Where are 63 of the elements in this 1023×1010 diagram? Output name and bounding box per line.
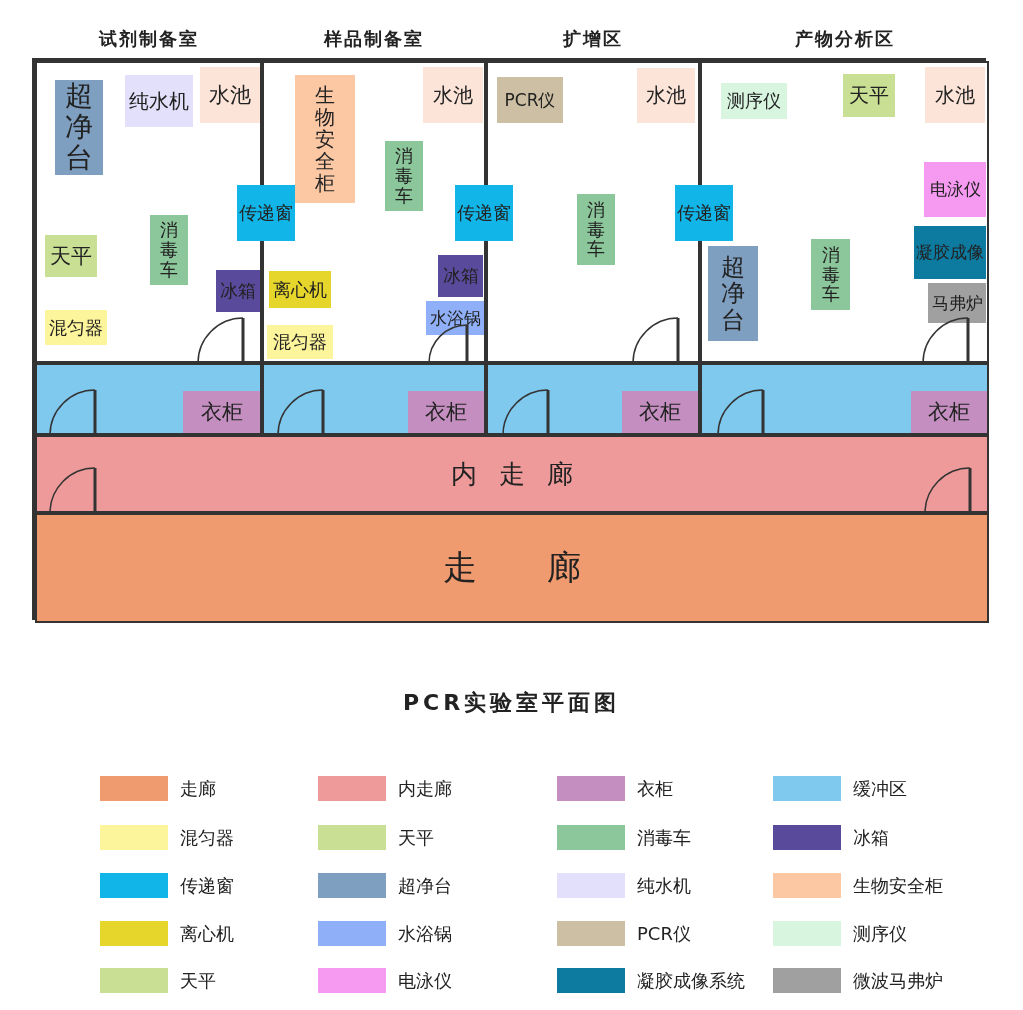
diagram-title: PCR实验室平面图	[401, 689, 622, 717]
buffer-zone	[486, 363, 700, 435]
equipment-label: 消毒车	[577, 194, 615, 265]
equipment-label: 超净台	[708, 246, 758, 341]
legend-label: 消毒车	[637, 825, 691, 850]
equipment-label: 传递窗	[675, 185, 733, 241]
equipment-label: 离心机	[269, 271, 331, 308]
equipment-label: 纯水机	[125, 75, 193, 127]
legend-label: 走廊	[180, 776, 216, 801]
buffer-zone	[262, 363, 486, 435]
equipment-label: 水池	[200, 67, 260, 123]
legend-label: 水浴锅	[398, 921, 452, 946]
legend-label: 超净台	[398, 873, 452, 898]
legend-label: 微波马弗炉	[853, 968, 943, 993]
legend-label: 电泳仪	[398, 968, 452, 993]
equipment-label: 测序仪	[721, 83, 787, 119]
equipment-label: 水浴锅	[426, 301, 484, 335]
legend-label: 缓冲区	[853, 776, 907, 801]
legend-label: 天平	[398, 825, 434, 850]
equipment-label: 冰箱	[216, 270, 260, 312]
legend-label: 纯水机	[637, 873, 691, 898]
legend-label: PCR仪	[637, 921, 691, 946]
legend-label: 传递窗	[180, 873, 234, 898]
corridor-area: 内走廊	[35, 435, 989, 513]
equipment-label: 消毒车	[385, 141, 423, 211]
equipment-label: 消毒车	[150, 215, 188, 285]
legend-label: 冰箱	[853, 825, 889, 850]
legend-label: 混匀器	[180, 825, 234, 850]
legend-label: 天平	[180, 968, 216, 993]
equipment-label: 马弗炉	[928, 283, 986, 323]
room-title: 产物分析区	[793, 27, 896, 51]
room-title: 试剂制备室	[97, 27, 200, 51]
equipment-label: 冰箱	[438, 255, 483, 297]
room-title: 样品制备室	[322, 27, 425, 51]
equipment-label: 电泳仪	[924, 162, 986, 217]
corridor-area: 走廊	[35, 513, 989, 623]
equipment-label: 水池	[423, 67, 483, 123]
equipment-label: 传递窗	[455, 185, 513, 241]
legend-label: 凝胶成像系统	[637, 968, 745, 993]
legend-label: 衣柜	[637, 776, 673, 801]
equipment-label: 超净台	[55, 80, 103, 175]
equipment-label: 衣柜	[622, 391, 698, 433]
equipment-label: 传递窗	[237, 185, 295, 241]
equipment-label: 混匀器	[45, 310, 107, 345]
legend-label: 测序仪	[853, 921, 907, 946]
legend-label: 离心机	[180, 921, 234, 946]
room-title: 扩增区	[562, 27, 624, 51]
equipment-label: 衣柜	[408, 391, 484, 433]
equipment-label: 衣柜	[911, 391, 987, 433]
equipment-label: PCR仪	[497, 77, 563, 123]
equipment-label: 天平	[45, 235, 97, 277]
equipment-label: 衣柜	[183, 391, 260, 433]
equipment-label: 生物安全柜	[295, 75, 355, 203]
equipment-label: 混匀器	[267, 325, 333, 359]
buffer-zone	[700, 363, 989, 435]
equipment-label: 水池	[637, 68, 695, 123]
equipment-label: 水池	[925, 67, 985, 123]
equipment-label: 天平	[843, 74, 895, 117]
equipment-label: 凝胶成像	[914, 226, 986, 279]
equipment-label: 消毒车	[811, 239, 850, 310]
legend-label: 内走廊	[398, 776, 452, 801]
legend-label: 生物安全柜	[853, 873, 943, 898]
buffer-zone	[35, 363, 262, 435]
